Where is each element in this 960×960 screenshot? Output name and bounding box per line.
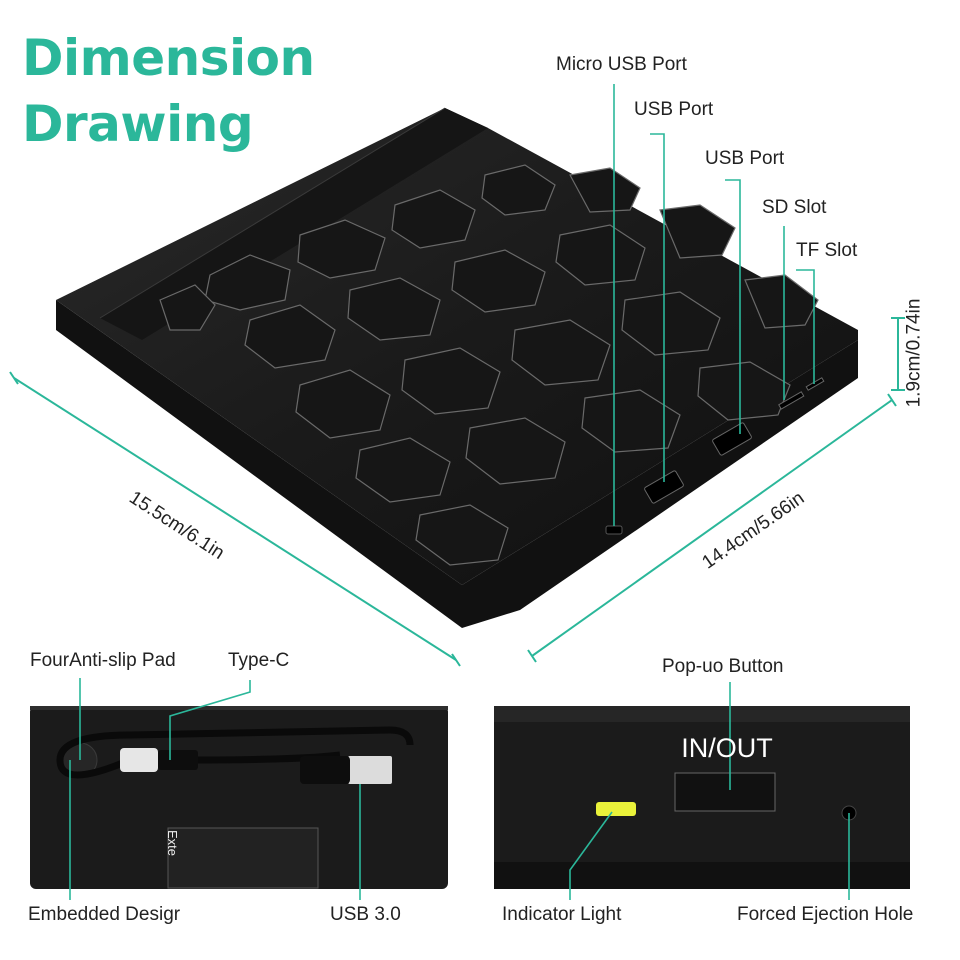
sd-slot <box>778 391 805 410</box>
callout-usb-3: USB 3.0 <box>330 904 401 925</box>
drive-rear-strip <box>100 108 488 340</box>
callout-indicator-light: Indicator Light <box>502 904 622 925</box>
callout-usb-port-2: USB Port <box>705 148 785 169</box>
callout-embedded-design: Embedded Desigr <box>28 904 181 925</box>
popup-button-text: IN/OUT <box>681 733 773 763</box>
device-label-text: Exte <box>165 830 180 857</box>
callout-sd-slot: SD Slot <box>762 197 827 218</box>
indicator-light <box>596 802 636 816</box>
page-title-line2: Drawing <box>22 95 254 153</box>
bottom-left-leaders <box>69 678 361 900</box>
callout-tf-slot: TF Slot <box>796 240 858 261</box>
usb-port-2 <box>712 422 752 456</box>
type-c-plug <box>120 748 158 772</box>
callout-ejection-hole: Forced Ejection Hole <box>737 904 914 925</box>
callout-usb-port-1: USB Port <box>634 99 714 120</box>
drive-side <box>56 300 858 628</box>
callout-anti-slip-pad: FourAnti-slip Pad <box>30 650 176 671</box>
callout-popup-button: Pop-uo Button <box>662 656 784 677</box>
device-label-plate <box>167 827 319 889</box>
page-title-line1: Dimension <box>22 29 315 87</box>
callout-type-c: Type-C <box>228 650 290 671</box>
dimension-lines <box>9 317 905 667</box>
callout-micro-usb: Micro USB Port <box>556 54 687 75</box>
usb-a-plug <box>348 756 392 784</box>
dimension-height: 1.9cm/0.74in <box>903 298 925 408</box>
stone-pattern <box>159 164 819 566</box>
bottom-right-leaders <box>569 682 850 900</box>
callout-leaders <box>613 84 815 526</box>
micro-usb-port <box>605 525 623 535</box>
usb-port-1 <box>644 470 684 504</box>
popup-button <box>674 772 776 812</box>
